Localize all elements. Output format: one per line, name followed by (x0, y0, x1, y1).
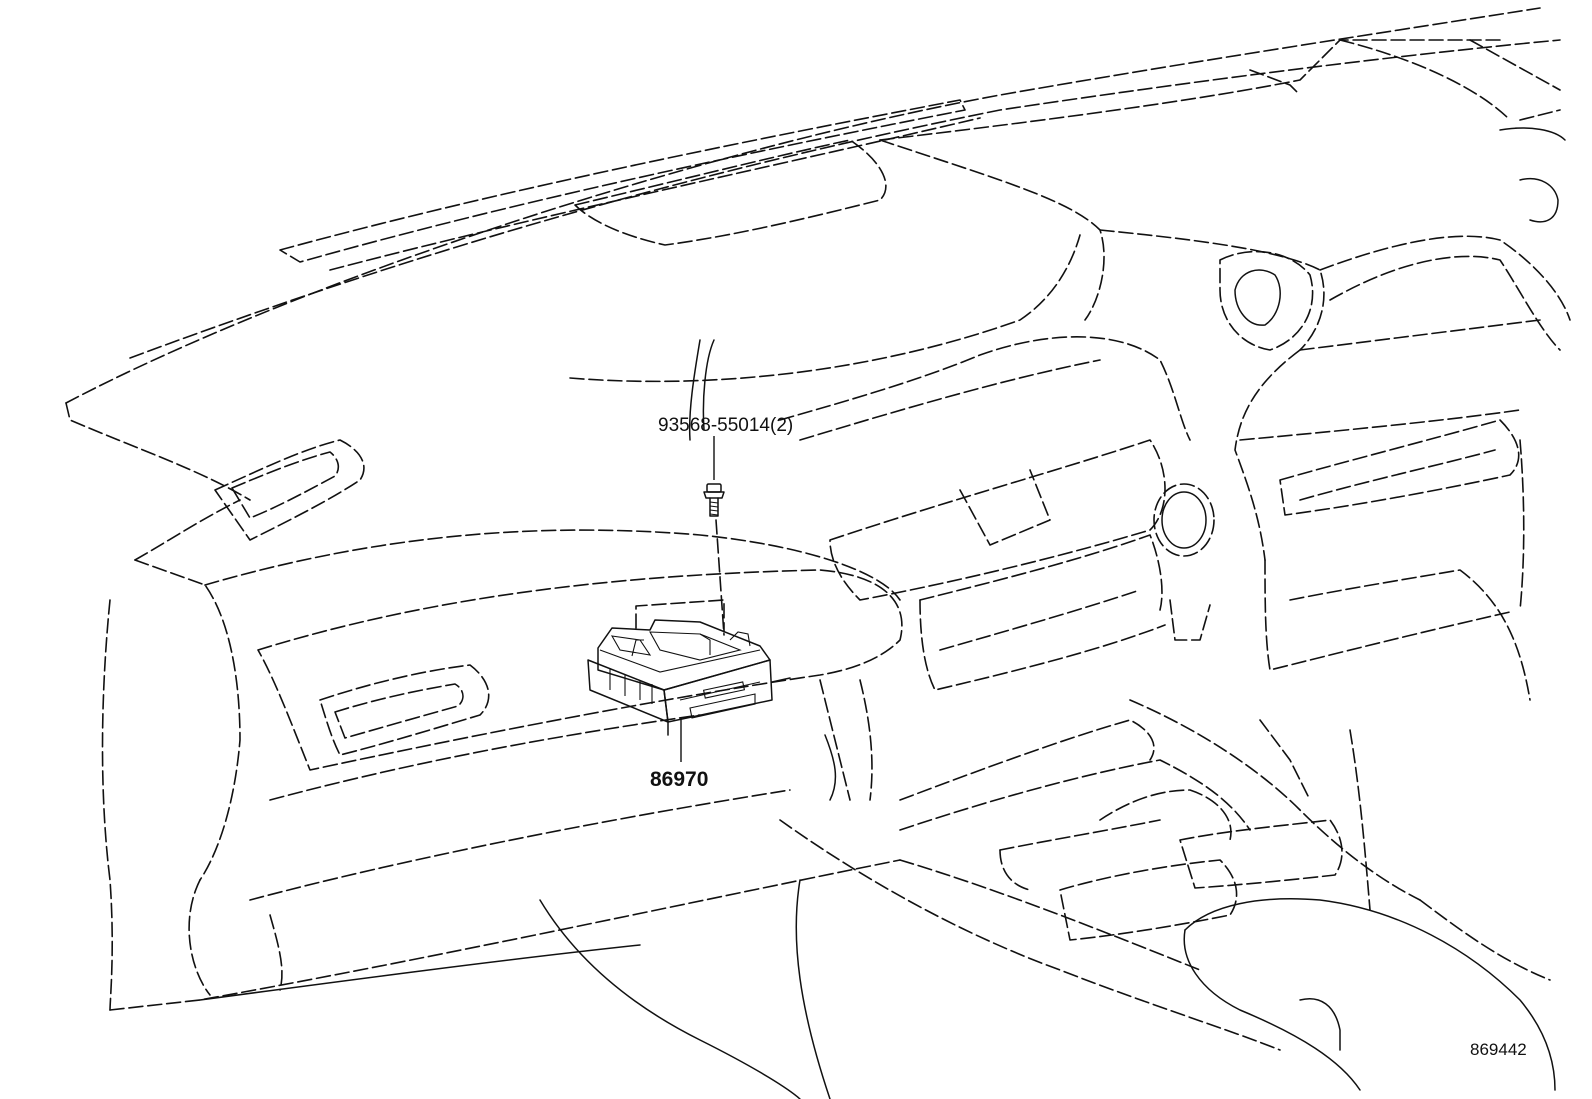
illustration-number: 869442 (1470, 1040, 1527, 1059)
module-tab (771, 677, 791, 683)
control-module-icon (587, 599, 773, 736)
dashboard-outline (65, 7, 1571, 1099)
bolt-icon (703, 483, 725, 517)
module-part-number: 86970 (650, 768, 708, 791)
bolt-install-path (715, 519, 725, 636)
bolt-part-number: 93568-55014(2) (658, 415, 793, 436)
